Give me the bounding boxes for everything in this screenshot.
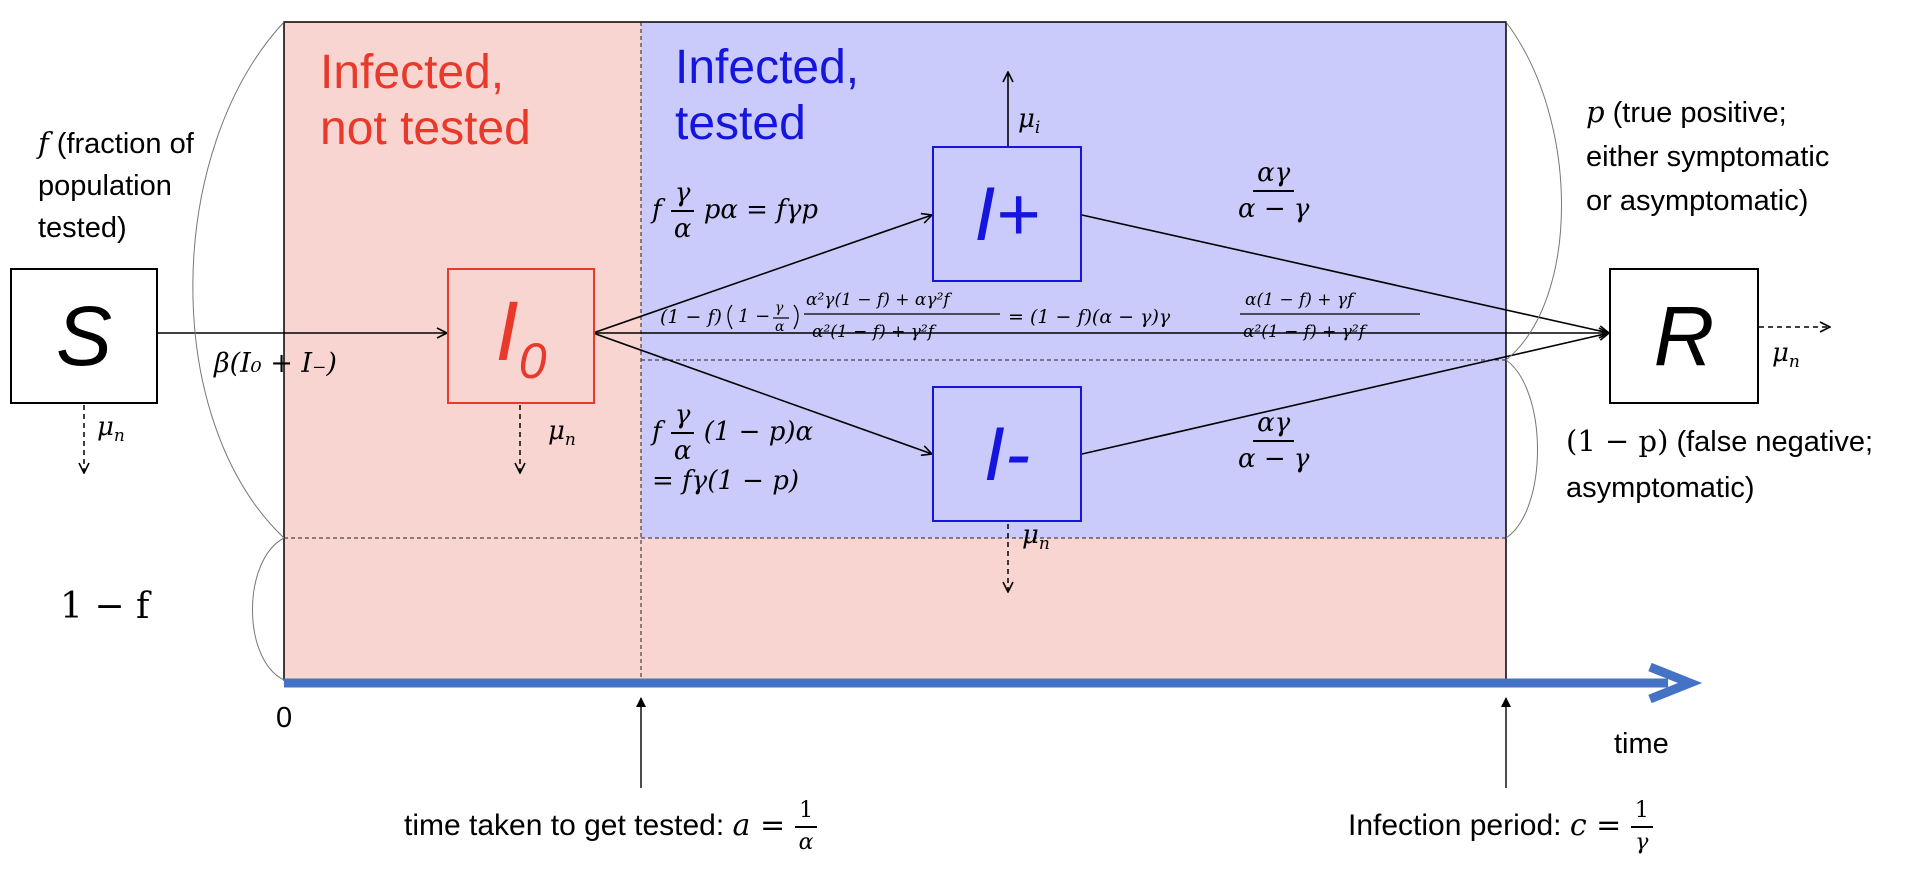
to-positive-num: γ <box>670 180 695 212</box>
false-negative-arc <box>1505 359 1538 539</box>
i0-subscript: 0 <box>518 332 547 389</box>
untested-fraction-label: 1 − f <box>60 586 150 627</box>
asymptomatic-text: asymptomatic) <box>1566 472 1755 504</box>
svg-text:α²(1 − f) + γ²f: α²(1 − f) + γ²f <box>1243 322 1368 342</box>
to-negative-den: α <box>673 436 692 466</box>
f-symbol: f <box>38 126 49 160</box>
to-positive-suffix: pα = fγp <box>703 195 819 225</box>
to-negative-line-2: = fγ(1 − p) <box>652 466 799 496</box>
false-negative-note: (1 − p) (false negative; asymptomatic) <box>1566 418 1873 511</box>
untested-recovery-formula: (1 − f) 1 − γ α α²γ(1 − f) + αγ²f α²(1 −… <box>660 290 1420 342</box>
to-negative-num: γ <box>670 402 695 434</box>
test-time-num: 1 <box>795 800 818 828</box>
population-text: population <box>38 170 172 202</box>
i0-letter: I <box>495 283 519 378</box>
test-time-var: a = <box>732 807 795 843</box>
false-negative-text: (false negative; <box>1668 426 1874 458</box>
time-axis-label: time <box>1614 728 1669 760</box>
negative-recovery-den: α − γ <box>1238 444 1310 474</box>
to-positive-den: α <box>673 214 692 244</box>
untested-region-title: Infected, not tested <box>320 45 531 157</box>
svg-text:= (1 − f)(α − γ)γ: = (1 − f)(α − γ)γ <box>1008 306 1171 328</box>
iplus-to-r-arrow <box>1081 214 1609 333</box>
untested-title-line-1: Infected, <box>320 46 505 99</box>
infection-period-var: c = <box>1569 807 1631 843</box>
true-positive-arc <box>1505 21 1562 361</box>
tested-title-line-2: tested <box>675 97 806 150</box>
either-symptomatic-text: either symptomatic <box>1586 141 1830 173</box>
p-symbol: p <box>1586 95 1605 129</box>
i0-to-iminus-arrow <box>592 332 932 454</box>
iminus-mortality-label: μn <box>1022 520 1050 555</box>
susceptible-label: S <box>55 288 113 383</box>
negative-recovery-num: αγ <box>1253 410 1295 442</box>
tested-title-line-1: Infected, <box>675 41 860 94</box>
untested-infected-label: I0 <box>495 283 546 390</box>
s-mortality-label: μn <box>97 412 125 447</box>
tested-region-title: Infected, tested <box>675 40 859 152</box>
to-positive-f: f <box>652 195 662 225</box>
fraction-of-text: (fraction of <box>48 128 194 160</box>
infection-period-text: Infection period: <box>1348 808 1570 842</box>
infection-period-num: 1 <box>1630 800 1653 828</box>
one-minus-p-symbol: (1 − p) <box>1566 424 1669 458</box>
untested-infected-box: I0 <box>447 268 595 404</box>
true-positive-note: p (true positive; either symptomatic or … <box>1586 90 1829 223</box>
to-negative-f: f <box>652 417 662 447</box>
infection-period-den: γ <box>1635 830 1649 855</box>
to-negative-suffix: (1 − p)α <box>703 417 814 447</box>
untested-fraction-arc <box>252 537 285 681</box>
svg-text:1 −: 1 − <box>738 306 770 327</box>
iminus-to-r-arrow <box>1081 333 1609 455</box>
svg-text:γ: γ <box>775 300 784 316</box>
tested-fraction-line-1: f (fraction of <box>38 122 194 165</box>
svg-text:α²γ(1 − f) + αγ²f: α²γ(1 − f) + αγ²f <box>806 290 952 310</box>
susceptible-box: S <box>10 268 158 404</box>
true-positive-text: (true positive; <box>1604 97 1787 129</box>
untested-title-line-2: not tested <box>320 102 531 155</box>
recovered-box: R <box>1609 268 1759 404</box>
svg-text:α²(1 − f) + γ²f: α²(1 − f) + γ²f <box>812 322 937 342</box>
positive-recovery-num: αγ <box>1253 160 1295 192</box>
infection-rate-label: β(I₀ + I₋) <box>214 348 337 379</box>
positive-recovery-den: α − γ <box>1238 194 1310 224</box>
i0-to-iplus-arrow <box>592 215 932 334</box>
time-axis-head <box>1648 662 1703 704</box>
tested-fraction-arc <box>192 21 285 539</box>
tested-fraction-note: f (fraction of population tested) <box>38 122 194 249</box>
svg-text:(1 − f): (1 − f) <box>660 306 722 328</box>
svg-text:α: α <box>775 319 785 335</box>
tested-negative-box: I- <box>932 386 1082 522</box>
test-time-den: α <box>798 830 814 855</box>
time-origin-label: 0 <box>276 702 293 734</box>
or-asymptomatic-text: or asymptomatic) <box>1586 185 1809 217</box>
test-time-text: time taken to get tested: <box>404 808 733 842</box>
tested-negative-label: I- <box>983 411 1031 497</box>
tested-positive-label: I+ <box>974 171 1040 257</box>
tested-positive-box: I+ <box>932 146 1082 282</box>
svg-text:α(1 − f) + γf: α(1 − f) + γf <box>1245 290 1356 310</box>
recovered-label: R <box>1653 288 1715 383</box>
true-positive-line-1: p (true positive; <box>1586 90 1829 135</box>
i0-mortality-label: μn <box>548 416 576 451</box>
tested-text: tested) <box>38 212 127 244</box>
false-negative-line-1: (1 − p) (false negative; <box>1566 418 1873 465</box>
iplus-mortality-label: μi <box>1018 104 1041 139</box>
r-mortality-label: μn <box>1772 338 1800 373</box>
